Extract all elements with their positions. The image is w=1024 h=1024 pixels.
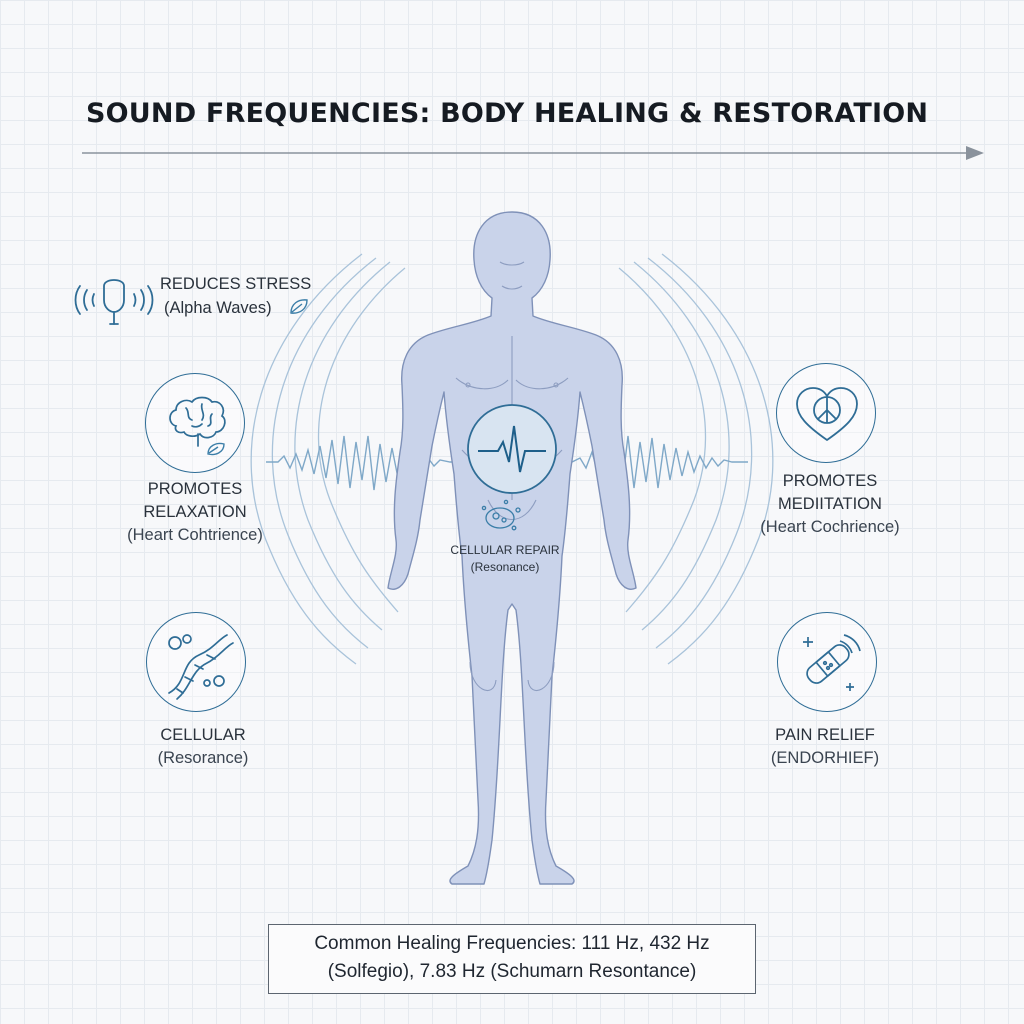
leaf-icon xyxy=(290,299,308,314)
heart-rhythm-emblem xyxy=(467,404,557,494)
pain-relief-subtitle: (ENDORHIEF) xyxy=(770,749,880,767)
pain-relief-heading: PAIN RELIEF xyxy=(775,726,875,744)
cellular-repair-heading: CELLULAR REPAIR xyxy=(450,543,560,557)
benefit-relaxation: PROMOTES RELAXATION (Heart Cohtrience) xyxy=(100,478,290,547)
title-underline-arrow xyxy=(82,146,984,160)
sound-wave-arcs xyxy=(250,253,774,665)
bandage-icon xyxy=(803,634,861,691)
brain-icon xyxy=(169,396,226,456)
waveform-right xyxy=(556,435,748,489)
peace-heart-icon-circle xyxy=(776,363,876,463)
cellular-heading: CELLULAR xyxy=(160,726,246,744)
meditation-subtitle: (Heart Cochrience) xyxy=(760,518,900,536)
cellular-repair-subtitle: (Resonance) xyxy=(470,560,540,574)
page-title: SOUND FREQUENCIES: BODY HEALING & RESTOR… xyxy=(86,98,929,129)
cell-icon xyxy=(481,499,521,531)
dna-icon-circle xyxy=(146,612,246,712)
ear-waves-icon xyxy=(74,279,154,325)
frequencies-box: Common Healing Frequencies: 111 Hz, 432 … xyxy=(268,924,756,994)
human-figure xyxy=(387,211,637,885)
peace-heart-icon xyxy=(796,387,858,441)
bandage-icon-circle xyxy=(777,612,877,712)
brain-icon-circle xyxy=(145,373,245,473)
reduces-stress-heading: REDUCES STRESS xyxy=(160,275,312,293)
benefit-meditation: PROMOTES MEDIITATION (Heart Cochrience) xyxy=(740,470,920,539)
meditation-heading: PROMOTES MEDIITATION xyxy=(778,472,882,513)
relaxation-heading: PROMOTES RELAXATION xyxy=(143,480,247,521)
benefit-cellular: CELLULAR (Resorance) xyxy=(118,724,288,770)
dna-icon xyxy=(168,634,234,700)
frequencies-line-2: (Solfegio), 7.83 Hz (Schumarn Resontance… xyxy=(327,961,697,982)
cellular-subtitle: (Resorance) xyxy=(157,749,249,767)
benefit-cellular-repair: CELLULAR REPAIR (Resonance) xyxy=(430,542,580,576)
relaxation-subtitle: (Heart Cohtrience) xyxy=(127,526,263,544)
benefit-reduces-stress: REDUCES STRESS (Alpha Waves) xyxy=(74,270,311,335)
waveform-left xyxy=(266,435,468,491)
frequencies-line-1: Common Healing Frequencies: 111 Hz, 432 … xyxy=(314,933,710,954)
reduces-stress-subtitle: (Alpha Waves) xyxy=(164,299,272,317)
benefit-pain-relief: PAIN RELIEF (ENDORHIEF) xyxy=(740,724,910,770)
